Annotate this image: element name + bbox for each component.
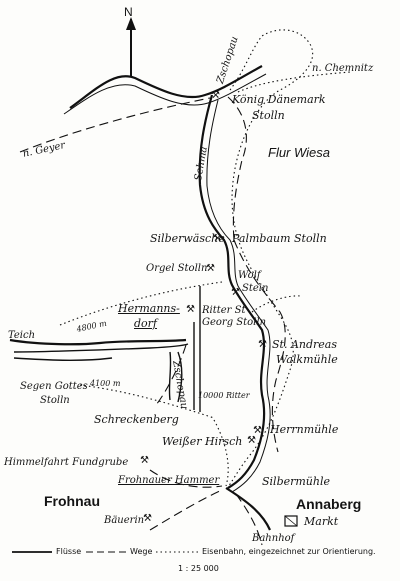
mine-icon: ⚒ [258,339,267,350]
place-frohnau: Frohnau [44,493,100,509]
place-koenig-daenemark: König Dänemark [232,93,326,106]
river-sehma [9,65,272,531]
place-silberwaesche: Silberwäsche [150,232,225,245]
place-chemnitz: n. Chemnitz [312,63,374,74]
place-hermannsdorf: Hermanns- [118,302,180,315]
place-teich: Teich [8,330,36,341]
place-orgel-stolln: Orgel Stolln [146,263,208,274]
railway [59,29,351,491]
place-walkmuehle: Walkmühle [276,353,338,366]
map-scale: 1 : 25 000 [178,564,219,573]
markt-icon [284,515,298,527]
distance-4100: 4100 m [90,379,121,388]
place-markt: Markt [304,515,339,528]
mine-icon: ⚒ [143,513,152,524]
mine-icon: ⚒ [186,304,195,315]
place-flur-wiesa: Flur Wiesa [268,145,331,160]
place-weisser-hirsch: Weißer Hirsch [162,435,243,448]
place-baeuerin: Bäuerin [104,515,145,526]
place-bahnhof: Bahnhof [252,533,295,544]
roads [19,96,286,546]
map-legend: Flüsse Wege Eisenbahn, eingezeichnet zur… [0,544,400,581]
mine-icon: ⚒ [247,435,256,446]
place-wolf: Wolf [238,270,261,281]
legend-eisenbahn: Eisenbahn, eingezeichnet zur Orientierun… [202,547,376,556]
mine-icon: ⚒ [211,90,220,101]
place-hermannsdorf-2: dorf [134,317,157,330]
place-annaberg: Annaberg [296,496,362,512]
place-stein: Stein [242,283,269,294]
north-label: N [124,5,133,19]
place-segen-gottes-stolln: Stolln [40,395,70,406]
legend-fluesse: Flüsse [56,547,82,556]
mine-icon: ⚒ [213,233,222,244]
place-silbermuehle: Silbermühle [262,475,331,488]
place-frohnauer-hammer: Frohnauer Hammer [118,475,220,486]
place-georg-stolln: Georg Stolln [202,317,267,328]
place-st-andreas: St. Andreas [272,338,337,351]
place-herrnmuehle: Herrnmühle [270,423,339,436]
mine-icon: ⚒ [140,455,149,466]
place-schreckenberg: Schreckenberg [94,413,179,426]
mine-icon: ⚒ [253,425,262,436]
place-palmbaum-stolln: Palmbaum Stolln [232,232,327,245]
legend-lines [12,551,198,553]
mine-icon: ⚒ [206,263,215,274]
place-himmelfahrt-fundgrube: Himmelfahrt Fundgrube [4,457,129,468]
place-ritter-st: Ritter St [202,305,246,316]
place-segen-gottes: Segen Gottes [20,381,88,392]
place-koenig-daenemark-stolln: Stolln [252,109,285,122]
distance-10000-ritter: 10000 Ritter [198,391,250,400]
north-arrow-icon [126,17,136,76]
mine-icon: ⚒ [231,287,240,298]
legend-wege: Wege [130,547,153,556]
